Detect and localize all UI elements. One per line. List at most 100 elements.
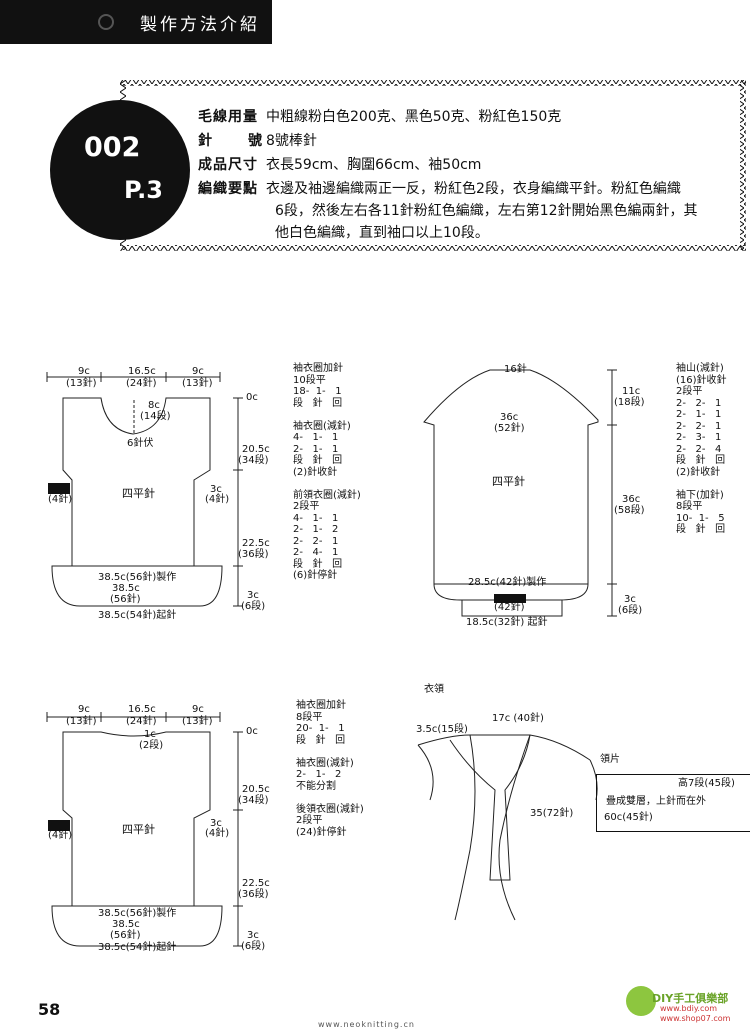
front-width-right: 9c [192, 366, 204, 377]
collar-length: 35(72針) [530, 808, 574, 819]
info-yarn: 毛線用量中粗線粉白色200克、黑色50克、粉紅色150克 [198, 106, 561, 126]
front-cast-on: 38.5c(54針)起針 [98, 610, 177, 621]
info-knit: 編織要點衣邊及袖邊編織兩正一反，粉紅色2段，衣身編織平針。粉紅色編織 [198, 178, 681, 198]
front-right-side-cm: 3c [210, 484, 222, 495]
front-height-zero: 0c [246, 392, 258, 403]
sleeve-top-stitches: 16針 [504, 364, 527, 375]
footer-logo-sub2: www.shop07.com [660, 1014, 731, 1023]
sleeve-bottom-count: (42針) [494, 602, 525, 613]
front-width-left-count: (13針) [66, 378, 97, 389]
info-size-value: 衣長59cm、胸圍66cm、袖50cm [266, 157, 482, 173]
back-shaping-notes: 袖衣圈加針 8段平 20- 1- 1 段 針 回 袖衣圈(減針) 2- 1- 2… [296, 700, 364, 838]
sleeve-stitch-pattern: 四平針 [492, 475, 525, 488]
back-height-upper-rows: (34段) [238, 795, 269, 806]
back-height-zero: 0c [246, 726, 258, 737]
front-height-rib-rows: (6段) [241, 601, 266, 612]
pattern-page-ref: P.3 [124, 176, 163, 204]
collar-piece-box [596, 774, 750, 832]
sleeve-bottom-made: 28.5c(42針)製作 [468, 577, 547, 588]
back-bottom-cm: 38.5c [112, 919, 140, 930]
front-height-upper: 20.5c [242, 444, 270, 455]
info-knit-line1: 衣邊及袖邊編織兩正一反，粉紅色2段，衣身編織平針。粉紅色編織 [266, 181, 681, 197]
sleeve-length-rows: (58段) [614, 505, 645, 516]
info-size-label: 成品尺寸 [198, 157, 258, 173]
back-neck-depth: 1c [144, 729, 156, 740]
collar-piece-height: 高7段(45段) [678, 778, 735, 789]
back-neck-depth-rows: (2段) [139, 740, 164, 751]
front-height-lower-rows: (36段) [238, 549, 269, 560]
front-bottom-cm: 38.5c [112, 583, 140, 594]
footer-url: www.neoknitting.cn [318, 1020, 415, 1029]
logo-leaf-icon [626, 986, 656, 1016]
collar-piece-note: 疊成雙層，上針而在外 [606, 796, 706, 807]
back-width-right: 9c [192, 704, 204, 715]
front-shaping-notes: 袖衣圈加針 10段平 18- 1- 1 段 針 回 袖衣圈(減針) 4- 1- … [293, 363, 361, 581]
footer-logo-sub1: www.bdiy.com [660, 1004, 718, 1013]
front-height-lower: 22.5c [242, 538, 270, 549]
back-height-lower: 22.5c [242, 878, 270, 889]
sleeve-width: 36c [500, 412, 519, 423]
back-height-rib: 3c [247, 930, 259, 941]
info-knit-label: 編織要點 [198, 181, 258, 197]
back-bottom-count: (56針) [110, 930, 141, 941]
back-cast-on: 38.5c(54針)起針 [98, 942, 177, 953]
back-width-center-count: (24針) [126, 716, 157, 727]
collar-side-height: 3.5c(15段) [416, 724, 468, 735]
front-height-upper-rows: (34段) [238, 455, 269, 466]
front-width-center-count: (24針) [126, 378, 157, 389]
sleeve-shaping-notes: 袖山(減針) (16)針收針 2段平 2- 2- 1 2- 1- 1 2- 2-… [676, 363, 727, 535]
front-left-side: (4針) [48, 494, 73, 505]
front-neck-depth: 8c [148, 400, 160, 411]
front-bottom-made: 38.5c(56針)製作 [98, 572, 177, 583]
front-stitch-pattern: 四平針 [122, 487, 155, 500]
back-bottom-made: 38.5c(56針)製作 [98, 908, 177, 919]
sleeve-cast-on: 18.5c(32針) 起針 [466, 617, 548, 628]
info-yarn-value: 中粗線粉白色200克、黑色50克、粉紅色150克 [266, 109, 562, 125]
sleeve-cuff-height: 3c [624, 594, 636, 605]
collar-piece-width: 60c(45針) [604, 812, 653, 823]
pattern-badge [50, 100, 190, 240]
back-width-center: 16.5c [128, 704, 156, 715]
collar-piece-title: 領片 [600, 754, 620, 765]
back-stitch-pattern: 四平針 [122, 823, 155, 836]
info-needle-label: 針號 [198, 133, 262, 149]
info-yarn-label: 毛線用量 [198, 109, 258, 125]
back-left-side: (4針) [48, 830, 73, 841]
back-width-left-count: (13針) [66, 716, 97, 727]
info-knit-line3: 他白色編織，直到袖口以上10段。 [275, 225, 489, 241]
info-needle-value: 8號棒針 [266, 133, 317, 149]
sleeve-cap-rows: (18段) [614, 397, 645, 408]
front-neck-bind: 6針伏 [127, 438, 154, 449]
page-number: 58 [38, 1000, 61, 1019]
back-height-lower-rows: (36段) [238, 889, 269, 900]
front-width-left: 9c [78, 366, 90, 377]
page-title: 製作方法介紹 [140, 15, 260, 35]
front-bottom-count: (56針) [110, 594, 141, 605]
collar-title: 衣領 [424, 684, 444, 695]
sleeve-width-count: (52針) [494, 423, 525, 434]
footer-logo: DIY手工俱樂部 [652, 992, 729, 1005]
front-width-center: 16.5c [128, 366, 156, 377]
back-width-left: 9c [78, 704, 90, 715]
back-height-rib-rows: (6段) [241, 941, 266, 952]
back-width-right-count: (13針) [182, 716, 213, 727]
back-right-side-count: (4針) [205, 828, 230, 839]
circle-ornament-icon [98, 14, 114, 30]
sleeve-cap-height: 11c [622, 386, 641, 397]
front-height-rib: 3c [247, 590, 259, 601]
back-right-side-cm: 3c [210, 818, 222, 829]
front-right-side-count: (4針) [205, 494, 230, 505]
back-height-upper: 20.5c [242, 784, 270, 795]
sleeve-cuff-rows: (6段) [618, 605, 643, 616]
info-knit-line2: 6段，然後左右各11針粉紅色編織，左右第12針開始黑色編兩針，其 [275, 203, 698, 219]
collar-top-width: 17c (40針) [492, 713, 544, 724]
info-size: 成品尺寸衣長59cm、胸圍66cm、袖50cm [198, 154, 481, 174]
header-bar [0, 0, 272, 44]
pattern-number: 002 [84, 132, 141, 163]
front-neck-depth-rows: (14段) [140, 411, 171, 422]
sleeve-length: 36c [622, 494, 641, 505]
front-width-right-count: (13針) [182, 378, 213, 389]
